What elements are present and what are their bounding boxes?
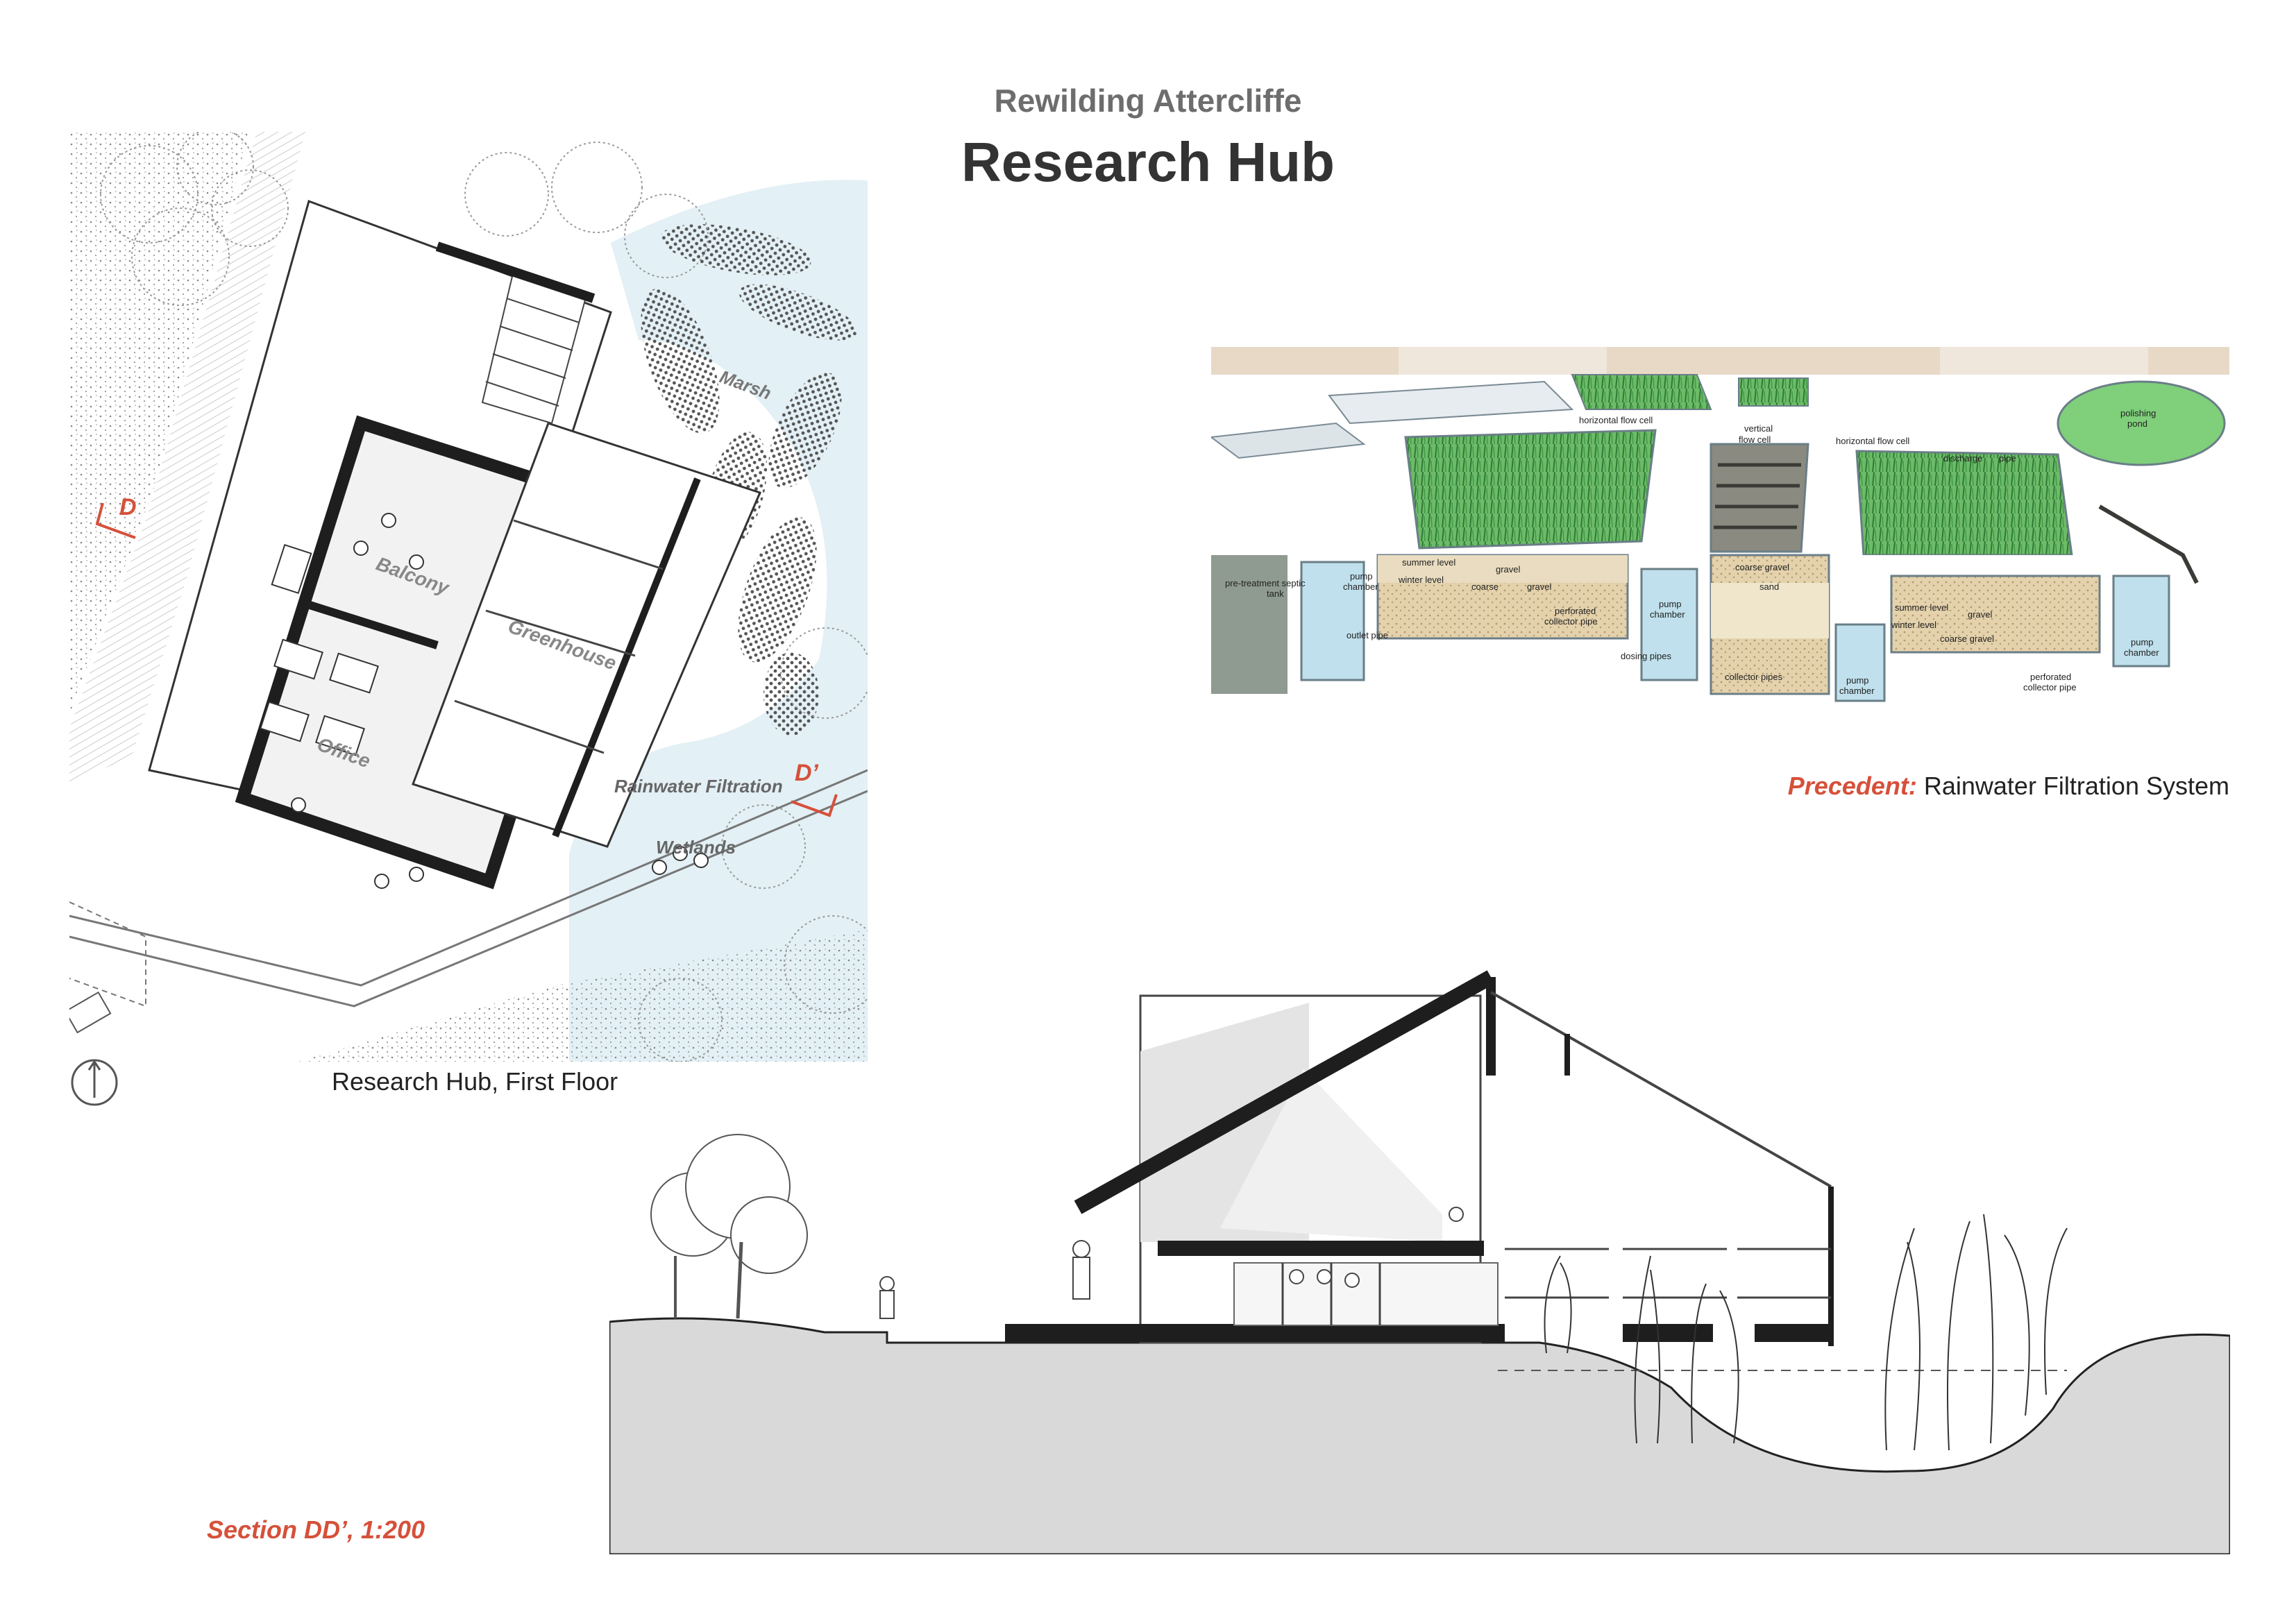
horizontal-flow-cell-1 <box>1404 429 1657 550</box>
people <box>879 1207 1464 1319</box>
precedent-caption: Precedent: Rainwater Filtration System <box>1735 772 2229 801</box>
label-vfc: vertical <box>1744 423 1773 434</box>
label-polishing: polishing <box>2120 408 2156 418</box>
precedent-caption-prefix: Precedent: <box>1787 772 1917 800</box>
roof-greenhouse <box>1490 991 1832 1188</box>
precedent-labels: horizontal flow cell vertical flow cell … <box>1225 408 2159 696</box>
north-arrow <box>71 1059 118 1106</box>
section-marker-d-label: D <box>119 494 137 520</box>
section-marker-d-prime-label: D’ <box>795 760 819 786</box>
ground-section <box>609 1317 2230 1554</box>
label-tank: tank <box>1267 588 1284 599</box>
building-section <box>1005 970 1834 1346</box>
polishing-pond <box>2057 380 2226 466</box>
section-marker-d <box>95 502 136 539</box>
ground-stipple-south <box>298 930 868 1062</box>
label-coarse-1b: gravel <box>1527 581 1552 592</box>
plan-caption: Research Hub, First Floor <box>332 1067 618 1096</box>
label-chamber-4: chamber <box>2124 647 2159 658</box>
label-coarse-3: coarse gravel <box>1940 634 1994 644</box>
greenhouse-mullions <box>552 477 701 838</box>
label-pond: pond <box>2127 418 2147 429</box>
label-chamber-2: chamber <box>1650 609 1685 620</box>
label-wetlands: Wetlands <box>656 837 736 858</box>
label-collector-2: collector pipe <box>2023 682 2077 692</box>
greenhouse-zone <box>412 422 762 848</box>
label-pump-4: pump <box>2131 637 2154 647</box>
label-dosing: dosing pipes <box>1621 651 1671 661</box>
label-pretreatment: pre-treatment septic <box>1225 578 1306 588</box>
label-hfc-1: horizontal flow cell <box>1579 415 1653 425</box>
label-chamber-1: chamber <box>1343 581 1378 592</box>
page-title: Research Hub <box>961 131 1335 193</box>
label-perforated-2: perforated <box>2030 672 2071 682</box>
precedent-diagram: horizontal flow cell vertical flow cell … <box>1211 347 2229 736</box>
tree-canopies <box>100 132 868 1062</box>
section-dd <box>609 970 2230 1554</box>
stair <box>481 269 588 425</box>
label-collector-pipes: collector pipes <box>1725 672 1783 682</box>
section-marker-d-prime <box>791 794 838 817</box>
label-coarse-2: coarse gravel <box>1735 562 1789 572</box>
wetland-reeds <box>1544 1214 2068 1451</box>
label-hfc-2: horizontal flow cell <box>1836 436 1909 446</box>
label-outlet-pipe: outlet pipe <box>1347 630 1388 640</box>
label-pipe: pipe <box>1999 453 2016 464</box>
section-caption: Section DD’, 1:200 <box>207 1515 425 1544</box>
horizontal-flow-cell-2 <box>1855 450 2073 556</box>
label-summer-2: summer level <box>1895 602 1948 613</box>
label-rainwater-filtration: Rainwater Filtration <box>614 776 783 797</box>
label-vfc-2: flow cell <box>1739 434 1771 445</box>
label-pump-1: pump <box>1350 571 1373 581</box>
roof-left <box>1074 970 1495 1214</box>
trees <box>650 1134 808 1319</box>
label-pump-3: pump <box>1846 675 1869 686</box>
path-hatching <box>69 132 305 784</box>
label-gravel-1: gravel <box>1496 564 1521 575</box>
road <box>69 769 868 987</box>
vertical-flow-cell <box>1710 443 1809 553</box>
subtitle: Rewilding Attercliffe <box>994 83 1302 119</box>
label-chamber-3: chamber <box>1839 686 1875 696</box>
label-collector-1: collector pipe <box>1544 616 1598 627</box>
label-summer-1: summer level <box>1402 557 1455 568</box>
label-winter-2: winter level <box>1891 620 1936 630</box>
first-floor-plan: Balcony Greenhouse Office Marsh Rainwate… <box>69 132 868 1062</box>
label-perforated-1: perforated <box>1555 606 1596 616</box>
label-coarse-1: coarse <box>1471 581 1499 592</box>
marsh-clusters <box>641 224 858 736</box>
parking <box>69 901 146 1008</box>
ground-stipple-west <box>69 132 250 715</box>
label-sand: sand <box>1759 581 1779 592</box>
label-winter-1: winter level <box>1398 575 1444 585</box>
label-discharge: discharge <box>1943 453 1982 464</box>
office-furniture <box>260 544 379 756</box>
label-gravel-2: gravel <box>1968 609 1993 620</box>
precedent-caption-text: Rainwater Filtration System <box>1916 772 2229 800</box>
label-pump-2: pump <box>1659 599 1682 609</box>
